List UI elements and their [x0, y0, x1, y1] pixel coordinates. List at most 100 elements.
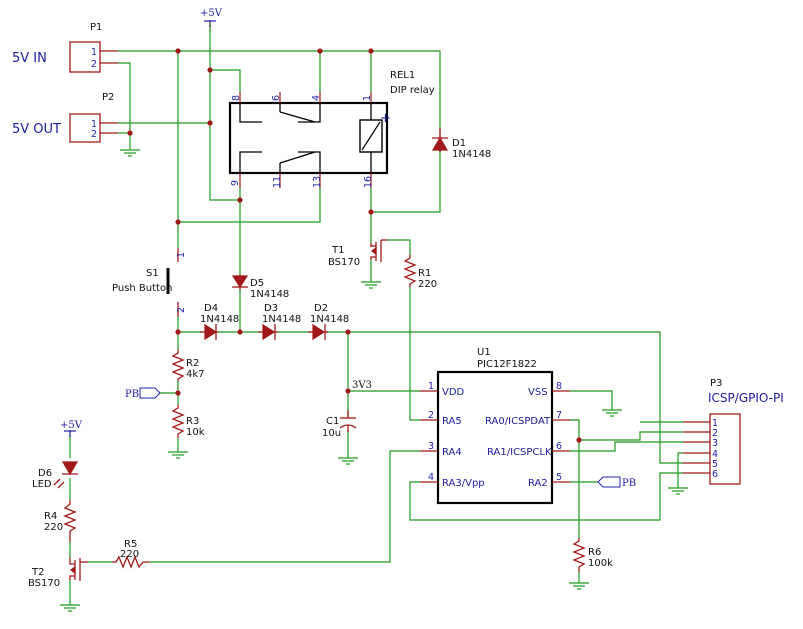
relay-pin-11: 11: [272, 176, 283, 188]
net-label-5v-in: 5V IN: [12, 51, 47, 66]
u1-pin3-num: 3: [428, 441, 434, 452]
junction-dots: [127, 48, 582, 443]
r1-value: 220: [418, 279, 437, 290]
u1-pin7-num: 7: [556, 410, 562, 421]
p3-pin2: 2: [712, 428, 718, 439]
u1-pin6-num: 6: [556, 441, 562, 452]
d1-value: 1N4148: [452, 149, 491, 160]
power-5v-led-label: +5V: [60, 420, 83, 431]
resistor-r5: R5 220: [112, 539, 150, 569]
p1-ref: P1: [90, 22, 102, 33]
relay-pin-8: 8: [231, 95, 242, 101]
u1-pin7-name: RA0/ICSPDAT: [485, 416, 551, 427]
relay-pin-9: 9: [230, 180, 241, 186]
led-d6: D6 LED: [32, 461, 79, 490]
s1-pin2: 2: [176, 307, 187, 313]
ground-symbol-vss: [602, 409, 622, 417]
resistor-r4: R4 220: [44, 500, 77, 542]
u1-ref: U1: [477, 347, 491, 358]
d4-ref: D4: [204, 303, 218, 314]
u1-value: PIC12F1822: [477, 359, 537, 370]
net-label-pb-left: PB: [125, 387, 161, 400]
p3-pin4: 4: [712, 449, 718, 460]
d4-value: 1N4148: [200, 314, 239, 325]
diode-d5: D5 1N4148: [231, 275, 289, 300]
ground-symbol-c1: [338, 457, 358, 465]
u1-pin2-name: RA5: [442, 416, 462, 427]
p2-pin2: 2: [91, 129, 97, 140]
p1-pin2: 2: [91, 59, 97, 70]
u1-pin3-name: RA4: [442, 447, 462, 458]
power-5v-top-label: +5V: [200, 8, 223, 19]
net-label-3v3: 3V3: [352, 380, 372, 391]
p1-pin1: 1: [91, 47, 97, 58]
diode-d3: D3 1N4148: [258, 303, 301, 341]
connector-p1: P1 1 2: [69, 22, 118, 73]
ground-symbol-p2: [120, 149, 140, 157]
p3-ref: P3: [710, 378, 722, 389]
u1-pin5-num: 5: [556, 472, 562, 483]
relay-pin-4: 4: [311, 95, 322, 101]
transistor-t2: T2 BS170: [28, 558, 88, 589]
ground-symbol-t1: [361, 281, 381, 289]
d6-ref: D6: [38, 468, 52, 479]
switch-s1: 1 2 S1 Push Button: [112, 248, 187, 317]
u1-pin4-num: 4: [428, 472, 434, 483]
pb-left-text: PB: [125, 389, 139, 400]
u1-pin1-num: 1: [428, 381, 434, 392]
d6-value: LED: [32, 479, 52, 490]
r5-value: 220: [120, 549, 139, 560]
pb-right-text: PB: [622, 478, 636, 489]
s1-value: Push Button: [112, 283, 172, 294]
r6-ref: R6: [588, 547, 601, 558]
p2-ref: P2: [102, 92, 114, 103]
p3-value: ICSP/GPIO-PI: [708, 391, 784, 405]
t2-value: BS170: [28, 578, 60, 589]
wires: [69, 25, 683, 605]
r2-ref: R2: [186, 358, 199, 369]
d2-ref: D2: [314, 303, 328, 314]
relay-pin-6: 6: [271, 95, 282, 101]
p3-pin5: 5: [712, 459, 718, 470]
r6-value: 100k: [588, 558, 613, 569]
ground-symbol-t2: [60, 604, 80, 612]
r2-value: 4k7: [186, 369, 205, 380]
d1-ref: D1: [452, 138, 466, 149]
power-5v-led-symbol: +5V: [60, 420, 83, 437]
p3-pin1: 1: [712, 418, 718, 429]
transistor-t1: T1 BS170: [328, 239, 387, 268]
diode-d1: D1 1N4148: [431, 128, 491, 160]
connector-p2: P2 1 2: [69, 92, 118, 143]
diode-d2: D2 1N4148: [308, 303, 349, 341]
r3-ref: R3: [186, 416, 199, 427]
c1-value: 10u: [322, 428, 341, 439]
r1-ref: R1: [418, 268, 431, 279]
power-5v-top-symbol: +5V: [200, 8, 223, 27]
capacitor-c1: C1 10u: [322, 410, 357, 439]
relay-pin-1: 1: [362, 95, 373, 101]
p3-pin6: 6: [712, 469, 718, 480]
u1-pin6-name: RA1/ICSPCLK: [487, 447, 552, 458]
r4-value: 220: [44, 522, 63, 533]
relay-coil-plus: +: [380, 111, 391, 126]
c1-ref: C1: [326, 416, 339, 427]
t1-ref: T1: [331, 245, 344, 256]
s1-ref: S1: [146, 268, 159, 279]
resistor-r3: R3 10k: [171, 405, 205, 438]
connector-p3: P3 ICSP/GPIO-PI 1 2 3 4 5 6: [683, 378, 784, 485]
relay-pin-16: 16: [363, 176, 374, 188]
u1-pin4-name: RA3/Vpp: [442, 478, 485, 489]
r5-ref: R5: [124, 539, 137, 550]
ground-symbol-r6: [569, 582, 589, 590]
relay-pin-13: 13: [312, 176, 323, 188]
d3-ref: D3: [264, 303, 278, 314]
ground-symbol-p3: [668, 487, 688, 495]
u1-pin8-num: 8: [556, 381, 562, 392]
p3-pin3: 3: [712, 438, 718, 449]
net-label-pb-right: PB: [597, 476, 636, 489]
mcu-u1: U1 PIC12F1822 1 2 3 4 VDD RA5 RA4 RA3/Vp…: [420, 347, 570, 505]
s1-pin1: 1: [176, 252, 187, 258]
resistor-r2: R2 4k7: [171, 350, 205, 381]
d5-ref: D5: [250, 278, 264, 289]
